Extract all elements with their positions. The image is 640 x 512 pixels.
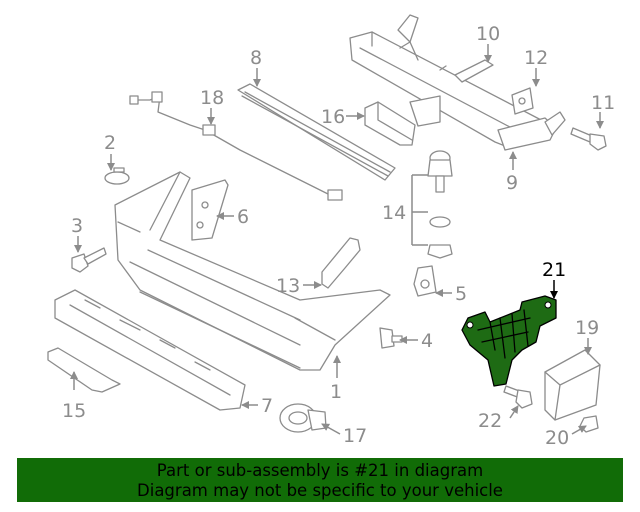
callout-18: 18 bbox=[200, 87, 224, 109]
leader-lines bbox=[70, 44, 604, 435]
part-20-bolt bbox=[579, 415, 599, 433]
part-14-hitch-ball bbox=[411, 150, 453, 259]
part-12-bracket bbox=[511, 87, 534, 115]
callout-6: 6 bbox=[237, 206, 249, 228]
part-17-sensor bbox=[279, 403, 327, 433]
callout-20: 20 bbox=[545, 427, 569, 449]
part-7-absorber bbox=[54, 289, 246, 411]
part-3-bolt bbox=[71, 247, 107, 273]
callout-4: 4 bbox=[421, 330, 433, 352]
part-5-isolator bbox=[413, 265, 437, 297]
part-4-clip bbox=[379, 327, 403, 349]
part-15-trim bbox=[47, 347, 121, 393]
callout-5: 5 bbox=[455, 283, 467, 305]
callout-1: 1 bbox=[330, 381, 342, 403]
callout-21: 21 bbox=[542, 259, 566, 281]
banner-line-1: Part or sub-assembly is #21 in diagram bbox=[156, 461, 484, 480]
callout-17: 17 bbox=[343, 425, 367, 447]
callout-8: 8 bbox=[250, 47, 262, 69]
callout-13: 13 bbox=[276, 275, 300, 297]
part-18-wiring-harness bbox=[129, 91, 343, 201]
callout-7: 7 bbox=[261, 395, 273, 417]
callout-3: 3 bbox=[71, 215, 83, 237]
part-10-bracket bbox=[454, 59, 494, 83]
part-8-step-pad bbox=[237, 83, 396, 181]
part-6-bracket bbox=[191, 179, 229, 241]
callout-12: 12 bbox=[524, 47, 548, 69]
callout-labels: 1 2 3 4 5 6 7 8 9 10 11 12 13 14 15 16 1… bbox=[62, 23, 615, 449]
callout-11: 11 bbox=[591, 92, 615, 114]
part-9-hitch-crossmember bbox=[349, 14, 566, 151]
callout-14: 14 bbox=[382, 202, 406, 224]
callout-16: 16 bbox=[321, 106, 345, 128]
part-13-bracket bbox=[321, 237, 361, 289]
callout-10: 10 bbox=[476, 23, 500, 45]
part-2-clip bbox=[104, 167, 130, 185]
callout-19: 19 bbox=[575, 317, 599, 339]
banner-line-2: Diagram may not be specific to your vehi… bbox=[137, 481, 503, 500]
part-21-module-bracket bbox=[461, 295, 557, 387]
callout-9: 9 bbox=[506, 172, 518, 194]
info-banner: Part or sub-assembly is #21 in diagram D… bbox=[17, 458, 623, 502]
part-16-mount-bracket bbox=[364, 101, 416, 146]
part-22-bolt bbox=[503, 385, 533, 409]
part-11-bolt bbox=[570, 127, 607, 151]
part-1-bumper-cover bbox=[114, 171, 391, 371]
part-19-module bbox=[544, 349, 601, 421]
callout-15: 15 bbox=[62, 400, 86, 422]
parts-diagram: 1 2 3 4 5 6 7 8 9 10 11 12 13 14 15 16 1… bbox=[47, 14, 615, 449]
callout-2: 2 bbox=[104, 132, 116, 154]
callout-22: 22 bbox=[478, 410, 502, 432]
